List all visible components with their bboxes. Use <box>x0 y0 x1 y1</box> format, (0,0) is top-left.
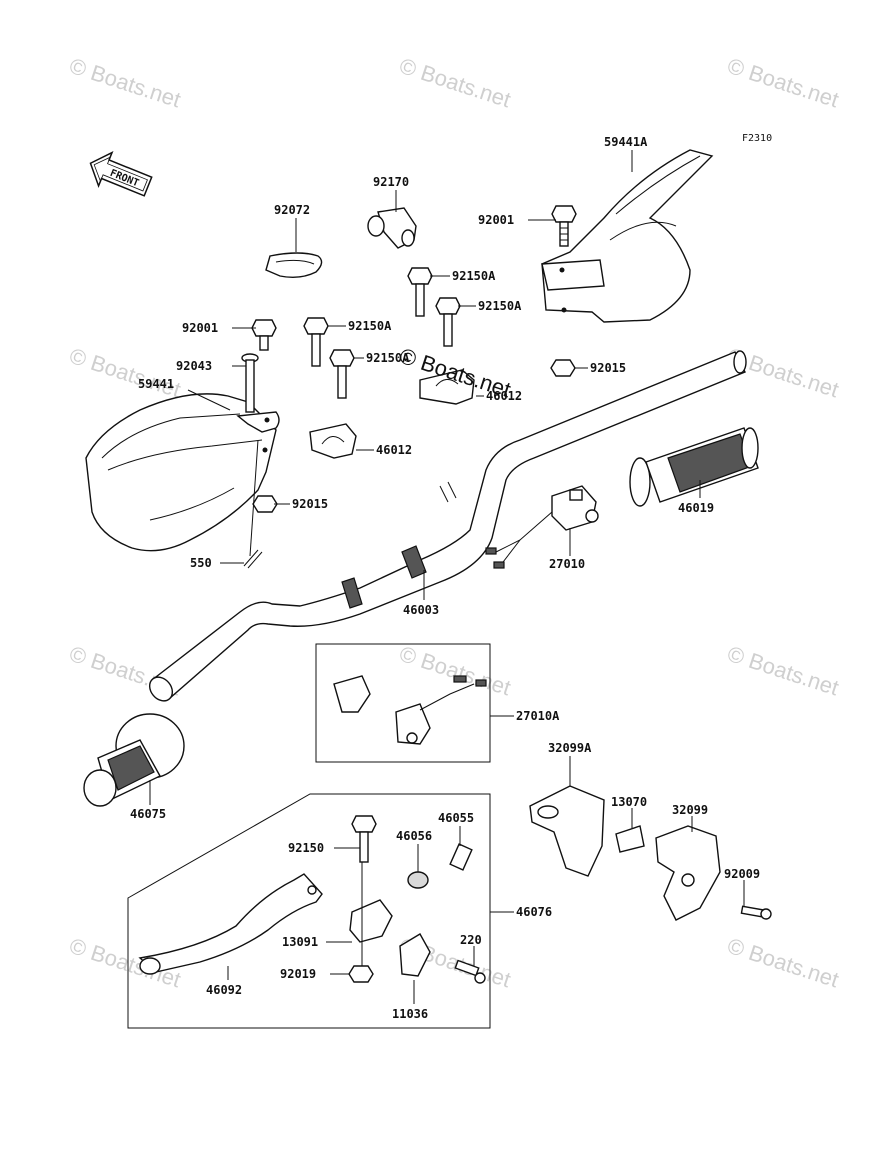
part-label-11036: 11036 <box>392 1007 428 1021</box>
band-92072 <box>265 252 323 279</box>
part-label-46056: 46056 <box>396 829 432 843</box>
part-label-27010A: 27010A <box>516 709 560 723</box>
watermark: © Boats.net <box>396 53 513 112</box>
part-label-92019: 92019 <box>280 967 316 981</box>
part-label-46003: 46003 <box>403 603 439 617</box>
part-label-92009: 92009 <box>724 867 760 881</box>
nut-92015-right <box>550 359 576 377</box>
bolt-92001-left <box>251 319 277 351</box>
pin-92043 <box>241 353 259 413</box>
part-label-92001-left: 92001 <box>182 321 218 335</box>
screw-220 <box>454 959 486 984</box>
part-label-46075: 46075 <box>130 807 166 821</box>
part-label-92015: 92015 <box>590 361 626 375</box>
part-label-46019: 46019 <box>678 501 714 515</box>
part-label-46055: 46055 <box>438 811 474 825</box>
clamp-92170 <box>367 207 417 249</box>
part-label-27010: 27010 <box>549 557 585 571</box>
watermark: © Boats.net <box>724 641 841 700</box>
bolt-92150 <box>351 815 377 863</box>
part-label-92043: 92043 <box>176 359 212 373</box>
watermark: © Boats.net <box>66 53 183 112</box>
switch-27010 <box>485 485 599 569</box>
part-label-550: 550 <box>190 556 212 570</box>
bolt-92150A-left <box>303 317 329 367</box>
watermark: © Boats.net <box>66 343 183 402</box>
part-label-46012: 46012 <box>376 443 412 457</box>
part-label-92150A: 92150A <box>348 319 392 333</box>
part-label-92150A: 92150A <box>478 299 522 313</box>
part-label-32099A: 32099A <box>548 741 592 755</box>
leader-lines <box>149 150 745 1004</box>
housing-32099 <box>655 825 721 921</box>
bolt-92001-right <box>551 205 577 247</box>
bracket-13091 <box>349 899 393 943</box>
part-label-92150A: 92150A <box>452 269 496 283</box>
bolt-92150A-mid <box>435 297 461 347</box>
handguard-59441A <box>541 149 714 323</box>
switch-kit-27010A <box>333 675 487 745</box>
kit-box-46076 <box>127 793 491 1029</box>
part-label-59441: 59441 <box>138 377 174 391</box>
adjuster-46056 <box>407 871 429 889</box>
part-label-46012: 46012 <box>486 389 522 403</box>
housing-32099A <box>529 785 605 877</box>
watermark: © Boats.net <box>724 933 841 992</box>
part-label-92150A: 92150A <box>366 351 410 365</box>
lever-46092 <box>138 873 323 975</box>
part-label-46076: 46076 <box>516 905 552 919</box>
cotter-pin-550 <box>243 549 263 569</box>
part-label-13091: 13091 <box>282 935 318 949</box>
nut-92019 <box>348 965 374 983</box>
part-label-92150: 92150 <box>288 841 324 855</box>
part-label-46092: 46092 <box>206 983 242 997</box>
kit-box-27010A <box>315 643 491 763</box>
bolt-92150A-lower <box>329 349 355 399</box>
part-label-92015: 92015 <box>292 497 328 511</box>
handguard-59441 <box>85 393 280 552</box>
figure-code: F2310 <box>742 133 772 144</box>
watermark: © Boats.net <box>724 53 841 112</box>
part-label-92001-right: 92001 <box>478 213 514 227</box>
part-label-220: 220 <box>460 933 482 947</box>
part-label-32099: 32099 <box>672 803 708 817</box>
part-label-13070: 13070 <box>611 795 647 809</box>
grip-46019 <box>629 427 759 507</box>
holder-46012-upper <box>419 369 475 405</box>
grip-46075 <box>83 713 185 807</box>
bracket-11036 <box>399 933 431 977</box>
part-label-92170: 92170 <box>373 175 409 189</box>
part-labels: 59441A 92170 92072 92001 92150A 92150A 9… <box>130 135 760 1021</box>
front-arrow-icon: FRONT <box>89 151 153 197</box>
part-label-59441A: 59441A <box>604 135 648 149</box>
handlebar-46003 <box>148 350 747 702</box>
bolt-92150A-upper <box>407 267 433 317</box>
sleeve-46055 <box>449 843 473 871</box>
nut-92015-left <box>252 495 278 513</box>
part-label-92072: 92072 <box>274 203 310 217</box>
plate-13070 <box>615 825 645 853</box>
screw-92009 <box>740 905 772 920</box>
holder-46012-lower <box>309 423 357 459</box>
